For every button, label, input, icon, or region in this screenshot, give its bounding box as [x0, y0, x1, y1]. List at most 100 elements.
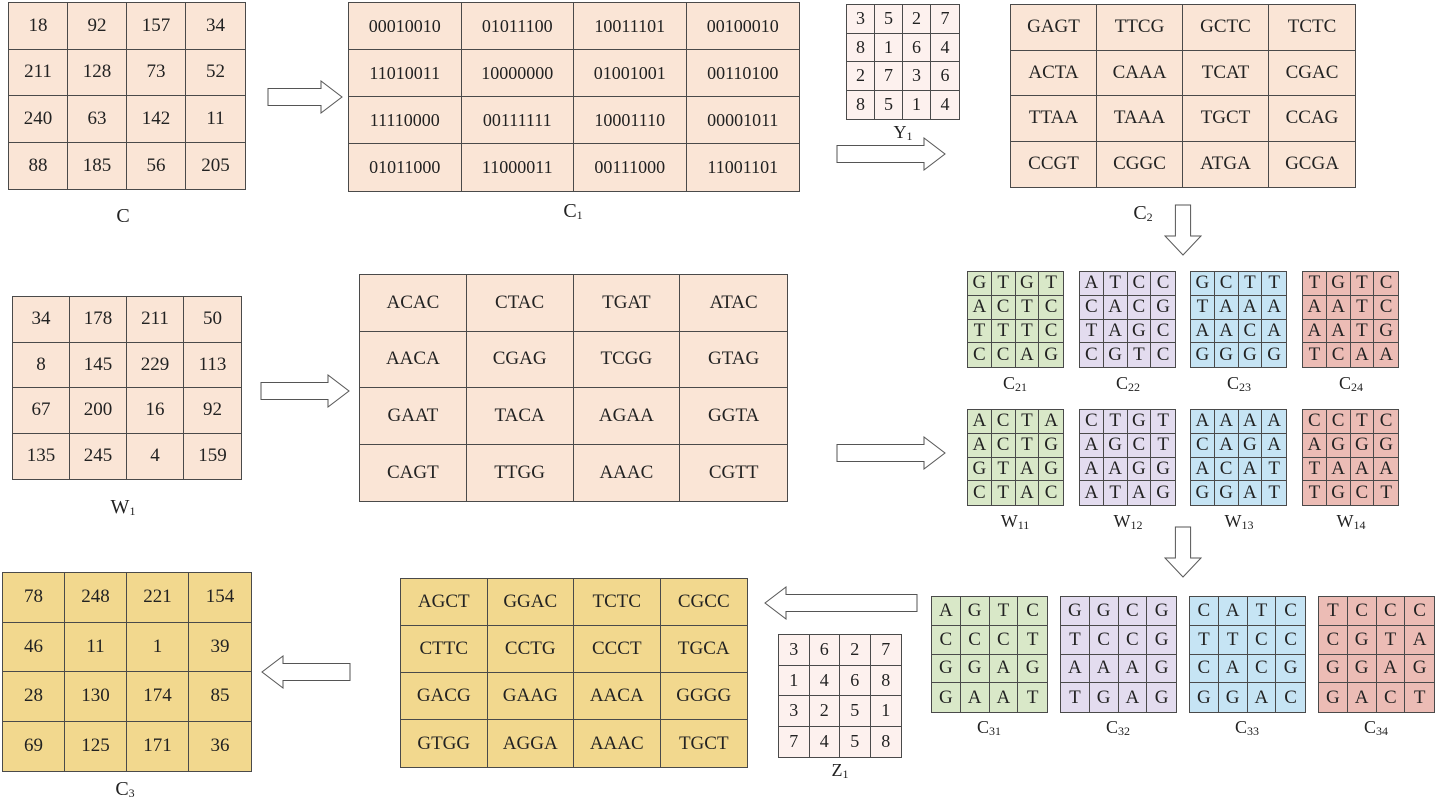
- label-main: C: [1105, 717, 1118, 737]
- matrix-cell: AAAC: [574, 720, 661, 767]
- matrix-cell: C: [1374, 410, 1398, 434]
- label-subscript: 32: [1118, 724, 1130, 738]
- matrix-cell: C: [991, 433, 1016, 458]
- matrix-cell: G: [1039, 458, 1063, 482]
- matrix-cell: 11110000: [349, 97, 462, 144]
- matrix-cell: G: [1151, 458, 1175, 482]
- label-subscript: 2: [1146, 210, 1153, 224]
- matrix-cell: T: [1015, 410, 1040, 434]
- matrix-cell: G: [1319, 654, 1348, 684]
- matrix-cell: A: [1061, 654, 1090, 684]
- matrix-cell: 1: [127, 622, 189, 672]
- matrix-cell: A: [1015, 457, 1040, 482]
- matrix-cell: 01011100: [461, 3, 574, 50]
- matrix-cell: GACG: [401, 673, 488, 720]
- matrix-cell: C: [1018, 597, 1047, 626]
- matrix-cell: T: [1303, 343, 1327, 367]
- matrix-cell: T: [1319, 597, 1348, 626]
- matrix-cell: G: [1156, 482, 1170, 504]
- matrix-cell: A: [1080, 481, 1104, 505]
- label-c3: C3: [100, 778, 150, 804]
- matrix-cell: T: [1268, 482, 1280, 504]
- label-main: C: [116, 205, 130, 227]
- matrix-cell: A: [1128, 481, 1152, 505]
- matrix-cell: 10001110: [574, 97, 687, 144]
- matrix-cell: 157: [127, 3, 186, 50]
- matrix-cell: A: [1218, 597, 1248, 626]
- matrix-cell: A: [1119, 683, 1148, 712]
- matrix-cell: 200: [70, 388, 127, 434]
- matrix-cell: T: [1376, 625, 1406, 655]
- matrix-cell: T: [1103, 410, 1128, 434]
- matrix-cell: T: [1238, 272, 1263, 296]
- matrix-cell: CCGT: [1011, 141, 1097, 187]
- matrix-cell: ACAC: [360, 275, 467, 332]
- matrix-cell: G: [1154, 686, 1169, 708]
- matrix-cell: CCCT: [574, 626, 661, 673]
- matrix-cell: CCAG: [1269, 96, 1355, 142]
- matrix-cell: T: [1262, 458, 1286, 482]
- matrix-cell: G: [1327, 481, 1351, 505]
- matrix-cell: 00010010: [349, 3, 462, 50]
- matrix-cell: G: [1018, 655, 1047, 684]
- matrix-cell: 67: [13, 388, 70, 434]
- matrix-cell: C: [1238, 319, 1263, 344]
- matrix-cell: A: [1103, 295, 1128, 320]
- matrix-cell: 130: [65, 672, 127, 722]
- matrix-cell: 245: [70, 433, 127, 479]
- matrix-cell: 63: [68, 96, 127, 143]
- matrix-cell: A: [968, 295, 992, 320]
- arrow-shape: [261, 655, 351, 689]
- matrix-cell: 4: [809, 665, 840, 696]
- matrix-cell: 36: [210, 735, 230, 757]
- matrix-cell: ACTA: [1011, 50, 1097, 96]
- matrix-cell: A: [1326, 457, 1351, 482]
- matrix-cell: 2: [847, 62, 875, 91]
- matrix-cell: C: [1039, 320, 1063, 344]
- matrix-cell: 11: [186, 96, 245, 143]
- matrix-cell: A: [968, 410, 992, 434]
- matrix-cell: 174: [127, 672, 189, 722]
- matrix-cell: G: [1147, 626, 1176, 655]
- matrix-cell: G: [1191, 272, 1215, 296]
- matrix-cell: CGCC: [660, 579, 747, 626]
- matrix-cell: T: [1015, 319, 1040, 344]
- matrix-cell: 7: [870, 635, 901, 666]
- matrix-cell: C: [1127, 272, 1152, 296]
- matrix-cell: ATGA: [1183, 141, 1269, 187]
- matrix-cell: G: [1015, 272, 1040, 296]
- matrix-cell: TGAT: [573, 275, 681, 332]
- matrix-cell: TCTC: [574, 579, 661, 626]
- matrix-cell: G: [1215, 481, 1239, 505]
- label-main: Z: [831, 760, 843, 780]
- matrix-cell: 5: [875, 90, 903, 119]
- matrix-cell: G: [1238, 433, 1263, 458]
- matrix-cell: 4: [940, 94, 950, 115]
- matrix-cell: G: [1267, 344, 1281, 366]
- matrix-cell: T: [1303, 457, 1327, 482]
- label-w14: W14: [1326, 510, 1376, 536]
- matrix-cell: 56: [127, 142, 186, 189]
- matrix-cell: A: [990, 683, 1019, 712]
- label-c21: C21: [990, 372, 1040, 398]
- matrix-cell: C: [992, 343, 1016, 367]
- matrix-cell: T: [1026, 686, 1039, 708]
- matrix-cell: T: [1262, 272, 1286, 296]
- matrix-cell: TAAA: [1097, 96, 1183, 142]
- matrix-cell: GAGT: [1011, 5, 1097, 51]
- matrix-cell: A: [1248, 683, 1277, 712]
- matrix-cell: C: [1374, 296, 1398, 320]
- matrix-cell: T: [1413, 686, 1426, 708]
- matrix-cell: C: [1089, 625, 1119, 655]
- label-y1: Y1: [878, 121, 928, 147]
- matrix-cell: T: [1061, 683, 1090, 712]
- label-subscript: 1: [576, 208, 583, 222]
- matrix-cell: T: [1151, 410, 1175, 434]
- matrix-cell: A: [961, 683, 990, 712]
